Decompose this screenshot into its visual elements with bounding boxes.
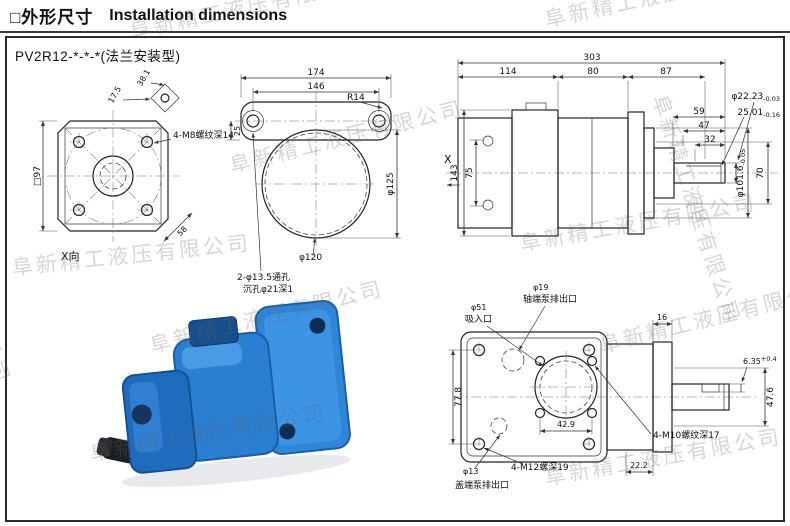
m12-bolt-holes [471, 342, 597, 452]
shaft-dia-tolerance: -0.03 [763, 95, 780, 103]
pump-photo [96, 300, 351, 488]
dim-87: 87 [660, 67, 671, 77]
page-title: □外形尺寸 Installation dimensions [0, 0, 790, 33]
dia-120: φ120 [299, 253, 322, 263]
front-view-dimensions: □97 17.5 38.1 58 4-M8螺纹深14 X向 [33, 68, 234, 263]
dim-square-97: □97 [33, 166, 43, 186]
inlet-dia-label: φ51 [471, 303, 486, 312]
dim-25: 25 [233, 126, 242, 136]
shaft-diameter-label: φ22.23-0.03 [731, 92, 780, 103]
hole-note-line2: 沉孔φ21深1 [243, 284, 293, 295]
model-label: PV2R12-*-*-*(法兰安装型) [15, 49, 181, 64]
pump-photo-group [96, 300, 351, 488]
pump-top-port-block [188, 316, 239, 348]
port-name-label: 盖端泵排出口 [455, 479, 509, 491]
dim-58: 58 [175, 224, 189, 238]
port-view-drawing: φ19 轴端泵排出口 16 6.35+0.4 77.8 47.6 42.9 [449, 283, 777, 491]
dim-32: 32 [704, 135, 715, 145]
flange-geometry [235, 92, 397, 250]
flange-hole-bottom [279, 423, 296, 440]
pilot-dia-value: φ101.6 [736, 165, 746, 197]
dim-70: 70 [756, 167, 766, 179]
dim-114: 114 [499, 67, 516, 77]
dim-59: 59 [693, 107, 705, 117]
pump-highlight [181, 342, 243, 370]
dim-75: 75 [465, 167, 475, 178]
thread-note-m12: 4-M12螺深19 [511, 462, 569, 473]
pump-rear-flange-face [264, 309, 342, 446]
page-title-cn: □外形尺寸 [10, 8, 94, 27]
page-title-en: Installation dimensions [109, 6, 288, 24]
dim-143: 143 [450, 164, 460, 181]
shaft-end-outlet-port [501, 348, 525, 372]
dim-42-9: 42.9 [557, 420, 575, 429]
side-view-dimensions: 303 114 80 87 59 47 32 φ22.23-0.03 [444, 53, 780, 237]
flange-hole-top [309, 317, 326, 334]
outlet-dia-label: φ19 [533, 283, 548, 292]
view-direction-x: X [444, 153, 452, 166]
dim-17-5: 17.5 [106, 85, 123, 105]
shaft-dia-value: φ22.23 [731, 92, 763, 102]
corner-detail [150, 83, 180, 113]
dim-146: 146 [307, 82, 324, 92]
dim-174: 174 [307, 68, 324, 78]
dim-47-6: 47.6 [766, 387, 776, 407]
dim-77-8: 77.8 [454, 387, 464, 407]
pilot-dia-tolerance: -0.05 [739, 149, 747, 166]
thread-note-m10: 4-M10螺纹深17 [653, 429, 720, 441]
flange-dimensions: 174 146 R14 25 φ125 φ120 2-φ13.5通孔 沉孔φ21… [227, 68, 401, 295]
key-dim-value: 25.01 [737, 108, 763, 118]
dia-125: φ125 [386, 172, 396, 195]
front-view-drawing: □97 17.5 38.1 58 4-M8螺纹深14 X向 [33, 68, 234, 263]
dim-38-1: 38.1 [135, 68, 152, 88]
shaft-key-slot [701, 383, 720, 393]
dim-47: 47 [698, 121, 709, 131]
pump-shadow [121, 454, 351, 488]
pilot-diameter-label: φ101.6-0.05 [736, 149, 747, 198]
port-view-geometry [453, 331, 757, 463]
port-dia-label: φ13 [463, 467, 478, 476]
key-dim-label: 25.01-0.16 [737, 108, 780, 119]
view-x-label: X向 [61, 249, 80, 263]
cover-end-outlet-port [490, 417, 508, 435]
outlet-name-label: 轴端泵排出口 [523, 293, 577, 305]
thread-note-m8: 4-M8螺纹深14 [173, 129, 234, 141]
front-view-geometry [47, 83, 180, 242]
flange-view-drawing: 174 146 R14 25 φ125 φ120 2-φ13.5通孔 沉孔φ21… [227, 68, 401, 295]
drawing-frame: PV2R12-*-*-*(法兰安装型) [5, 36, 785, 522]
port-view-dimensions: φ19 轴端泵排出口 16 6.35+0.4 77.8 47.6 42.9 [449, 283, 777, 491]
key-height-label: 6.35+0.4 [743, 355, 777, 366]
key-height-value: 6.35 [743, 357, 761, 366]
dim-80: 80 [587, 67, 599, 77]
inlet-name-label: 吸入口 [465, 314, 492, 325]
dim-16: 16 [657, 313, 667, 322]
hole-note-line1: 2-φ13.5通孔 [237, 272, 290, 283]
pump-front-port [131, 404, 152, 425]
mounting-bolt-holes [70, 133, 156, 219]
side-view-geometry [446, 102, 778, 237]
key-height-tolerance: +0.4 [761, 355, 777, 363]
dim-303: 303 [583, 53, 600, 63]
dim-22-2: 22.2 [630, 461, 648, 470]
radius-r14: R14 [347, 93, 365, 103]
side-view-drawing: 303 114 80 87 59 47 32 φ22.23-0.03 [444, 53, 780, 237]
key-dim-tolerance: -0.16 [763, 111, 780, 119]
